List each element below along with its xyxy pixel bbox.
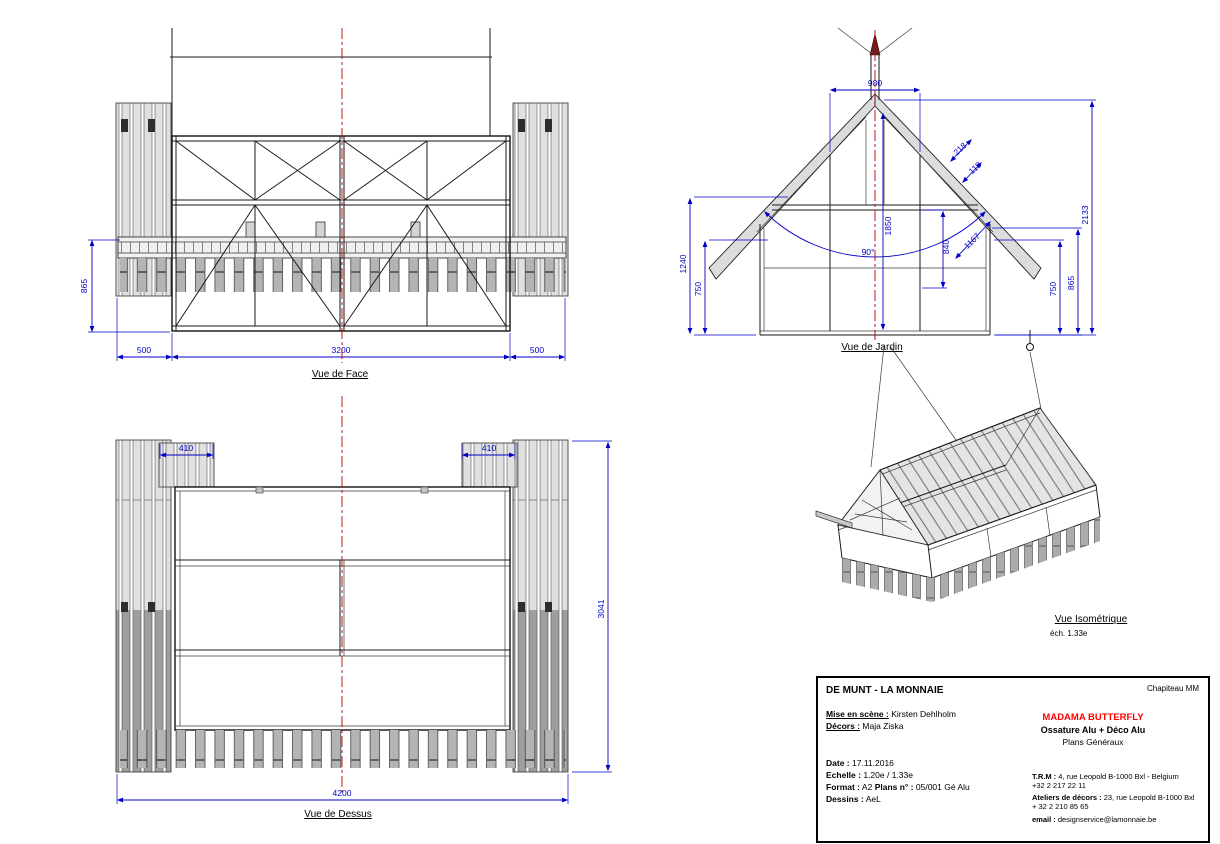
view-vue-isometrique: Vue Isométrique éch. 1.33e (815, 330, 1128, 638)
plans-line: Plans Généraux (1062, 737, 1124, 747)
email-label: email : (1032, 815, 1056, 824)
decors-value: Maja Ziska (862, 721, 904, 731)
iso-crane-cables (870, 330, 1042, 468)
material-line: Ossature Alu + Déco Alu (1040, 725, 1146, 735)
date-value: 17.11.2016 (852, 758, 894, 768)
dim-jardin-750-right: 750 (1048, 282, 1058, 296)
row-show-title: MADAMA BUTTERFLY (993, 712, 1193, 723)
echelle-label: Echelle : (826, 770, 861, 780)
row-dessins: Dessins : AeL (826, 794, 881, 804)
row-email: email : designservice@lamonnaie.be (1032, 815, 1156, 824)
email-value: designservice@lamonnaie.be (1057, 815, 1157, 824)
face-dimensions: 865 500 3200 500 (79, 239, 566, 361)
dim-jardin-1240: 1240 (678, 254, 688, 273)
dim-jardin-1850: 1850 (883, 216, 893, 235)
crane-hook-icon (1026, 343, 1034, 351)
view-label-face: Vue de Face (312, 369, 369, 380)
dessins-label: Dessins : (826, 794, 864, 804)
dessus-dimensions: 410 410 3041 4200 (116, 440, 612, 804)
format-value: A2 (861, 782, 873, 792)
format-label: Format : (826, 782, 860, 792)
trm-phone: +32 2 217 22 11 (1032, 781, 1086, 790)
plans-no-label: Plans n° : (874, 782, 914, 792)
row-ateliers: Ateliers de décors : 23, rue Leopold B-1… (1032, 793, 1195, 802)
view-vue-de-face: 865 500 3200 500 Vue de Face (79, 28, 569, 380)
face-legs-row (120, 258, 566, 292)
iso-front-legs (842, 558, 932, 602)
decors-label: Décors : (826, 721, 861, 731)
iso-structure (815, 407, 1101, 602)
iso-side-legs (932, 517, 1100, 602)
face-mast-lines (170, 28, 492, 136)
jardin-roof (708, 92, 1042, 280)
dim-dessus-410-right: 410 (482, 443, 496, 453)
ateliers-phone: + 32 2 210 85 65 (1032, 802, 1089, 811)
view-label-iso: Vue Isométrique (1055, 614, 1128, 625)
row-echelle: Echelle : 1.20e / 1.33e (826, 770, 913, 780)
view-vue-de-jardin: 90° 980 2133 1240 750 750 865 1850 (678, 27, 1096, 353)
dim-dessus-3041: 3041 (596, 599, 606, 618)
row-decors: Décors : Maja Ziska (826, 721, 903, 731)
dim-jardin-218: 218 (951, 140, 968, 157)
titleblock: DE MUNT - LA MONNAIE Chapiteau MM Mise e… (816, 676, 1210, 843)
dim-face-865: 865 (79, 279, 89, 293)
dim-jardin-750-left: 750 (693, 282, 703, 296)
row-trm: T.R.M : 4, rue Leopold B-1000 Bxl - Belg… (1032, 772, 1179, 781)
trm-value: 4, rue Leopold B-1000 Bxl - Belgium (1058, 772, 1179, 781)
date-label: Date : (826, 758, 850, 768)
dim-dessus-4200: 4200 (333, 788, 352, 798)
view-vue-de-dessus: 410 410 3041 4200 Vue de Dessus (115, 396, 612, 820)
dessins-value: AeL (865, 794, 881, 804)
trm-label: T.R.M : (1032, 772, 1057, 781)
row-date: Date : 17.11.2016 (826, 758, 894, 768)
echelle-value: 1.20e / 1.33e (863, 770, 913, 780)
project-code: Chapiteau MM (1146, 684, 1199, 693)
view-label-dessus: Vue de Dessus (304, 809, 371, 820)
dim-jardin-840: 840 (941, 240, 951, 254)
iso-eave-beam (815, 510, 853, 529)
dim-jardin-angle: 90° (862, 247, 875, 257)
dessus-bottom-plank-row (120, 730, 566, 768)
dim-face-3200: 3200 (332, 345, 351, 355)
company-name: DE MUNT - LA MONNAIE (826, 685, 944, 696)
dim-dessus-410-left: 410 (179, 443, 193, 453)
dim-jardin-2133: 2133 (1080, 205, 1090, 224)
show-title: MADAMA BUTTERFLY (1042, 712, 1144, 723)
ateliers-value: 23, rue Leopold B-1000 Bxl (1103, 793, 1195, 802)
face-truss (171, 135, 511, 332)
plans-no-value: 05/001 Gé Alu (915, 782, 970, 792)
mise-en-scene-label: Mise en scène : (826, 709, 889, 719)
dim-face-500-right: 500 (530, 345, 544, 355)
dim-jardin-118: 118 (967, 159, 984, 176)
iso-scale-note: éch. 1.33e (1050, 629, 1088, 638)
row-format: Format : A2 Plans n° : 05/001 Gé Alu (826, 782, 970, 792)
dim-jardin-980: 980 (868, 78, 882, 88)
mise-en-scene-value: Kirsten Dehlholm (891, 709, 956, 719)
dim-jardin-865: 865 (1066, 276, 1076, 290)
ateliers-label: Ateliers de décors : (1032, 793, 1102, 802)
row-mise-en-scene: Mise en scène : Kirsten Dehlholm (826, 709, 956, 719)
view-label-jardin: Vue de Jardin (841, 342, 902, 353)
dessus-platform (174, 486, 511, 731)
dim-face-500-left: 500 (137, 345, 151, 355)
